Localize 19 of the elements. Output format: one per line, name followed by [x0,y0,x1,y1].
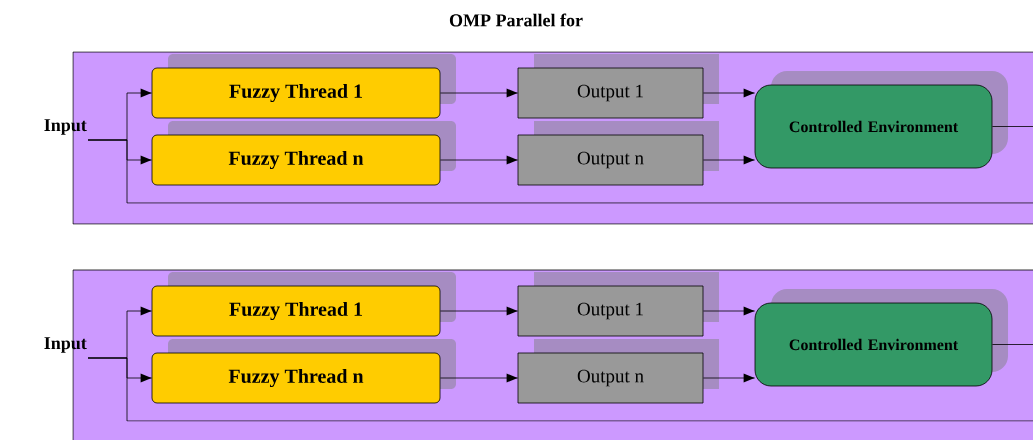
arrow [440,373,518,383]
environment-box: Controlled Environment [754,71,1008,169]
arrow [703,88,755,98]
thread-box: Fuzzy Thread n [151,339,456,404]
thread-box: Fuzzy Thread 1 [151,272,456,337]
environment-box: Controlled Environment [754,289,1008,387]
output-box: Output 1 [517,54,719,119]
thread-box: Fuzzy Thread n [151,121,456,186]
output-box: Output 1 [517,272,719,337]
title: OMP Parallel for [449,13,583,27]
arrow [703,306,755,316]
thread-box: Fuzzy Thread 1 [151,54,456,119]
arrow [440,88,518,98]
arrow [440,155,518,165]
arrow [703,373,755,383]
output-box: Output n [517,121,719,186]
arrow [703,155,755,165]
arrow [440,306,518,316]
output-box: Output n [517,339,719,404]
